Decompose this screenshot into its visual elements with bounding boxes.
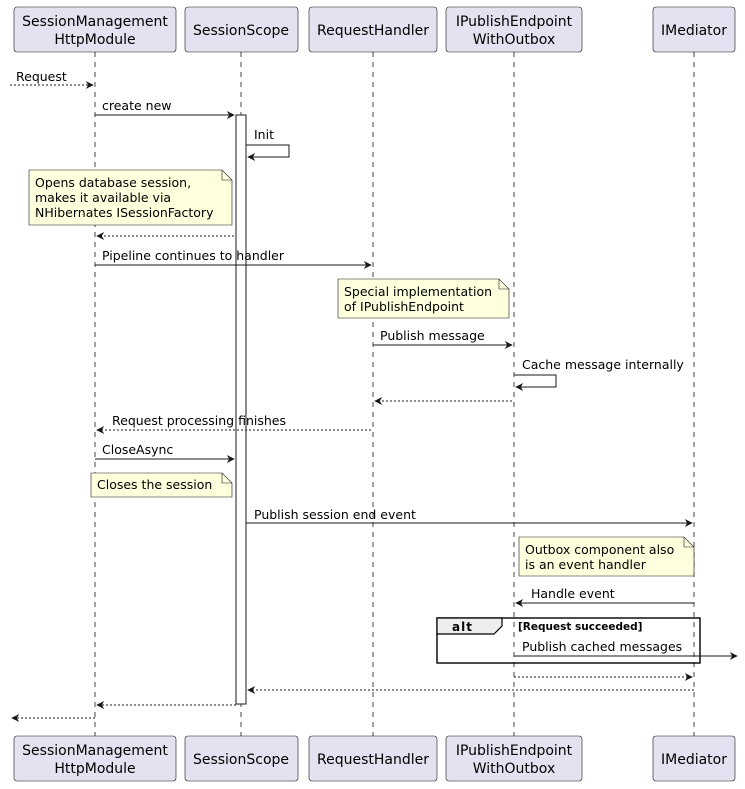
participant-name: HttpModule (54, 32, 135, 48)
activation-sessionscope (235, 114, 247, 705)
participant-name: IMediator (661, 23, 727, 39)
participant-name: HttpModule (54, 761, 135, 777)
message-pipeline: Pipeline continues to handler (95, 248, 372, 269)
participant-name: WithOutbox (473, 32, 555, 48)
participant-name: SessionScope (193, 752, 289, 768)
note-text: NHibernates ISessionFactory (35, 205, 214, 220)
note-opens-session: Opens database session,makes it availabl… (28, 169, 233, 226)
note-text: Special implementation (344, 284, 492, 299)
participant-name: RequestHandler (317, 23, 429, 39)
participant-name: SessionManagement (22, 743, 168, 759)
alt-group: alt [Request succeeded] (436, 617, 701, 664)
participant-name: IPublishEndpoint (456, 14, 573, 30)
message-label: CloseAsync (102, 442, 173, 457)
message-close-async: CloseAsync (95, 442, 235, 463)
message-label: Init (254, 127, 274, 142)
participant-requesthandler-top: RequestHandler (308, 6, 438, 53)
message-create-new: create new (95, 98, 235, 119)
note-text: makes it available via (35, 190, 171, 205)
participant-name: IMediator (661, 752, 727, 768)
note-closes-session: Closes the session (90, 472, 233, 498)
participant-name: SessionManagement (22, 14, 168, 30)
arrow-line (246, 144, 290, 161)
note-text: Closes the session (97, 477, 212, 492)
message-processing-finishes: Request processing finishes (96, 413, 371, 434)
message-request: Request (10, 69, 94, 89)
arrow-line (514, 374, 557, 391)
participant-sessionscope-bottom: SessionScope (184, 735, 299, 782)
note-text: Opens database session, (35, 175, 191, 190)
message-label: Publish message (380, 328, 485, 343)
note-text: is an event handler (525, 557, 647, 572)
message-cache-message: Cache message internally (514, 357, 684, 391)
participant-requesthandler-bottom: RequestHandler (308, 735, 438, 782)
message-label: Publish session end event (254, 507, 416, 522)
message-publish-message: Publish message (373, 328, 513, 349)
alt-keyword: alt (452, 620, 473, 634)
message-label: Handle event (531, 586, 615, 601)
message-publish-cached: Publish cached messages (514, 639, 738, 660)
participant-name: WithOutbox (473, 761, 555, 777)
participant-name: IPublishEndpoint (456, 743, 573, 759)
participant-mediator-top: IMediator (652, 6, 736, 53)
alt-condition: [Request succeeded] (518, 621, 642, 633)
participant-mediator-bottom: IMediator (652, 735, 736, 782)
message-session-end-event: Publish session end event (246, 507, 693, 527)
note-text: Outbox component also (525, 542, 674, 557)
message-label: Cache message internally (522, 357, 684, 372)
participant-sessionscope-top: SessionScope (184, 6, 299, 53)
message-init: Init (246, 127, 290, 161)
message-label: Publish cached messages (522, 639, 682, 654)
participant-name: RequestHandler (317, 752, 429, 768)
message-label: Pipeline continues to handler (102, 248, 285, 263)
message-label: Request processing finishes (112, 413, 286, 428)
message-label: create new (102, 98, 172, 113)
participant-name: SessionScope (193, 23, 289, 39)
note-text: of IPublishEndpoint (344, 299, 464, 314)
message-label: Request (16, 69, 67, 84)
message-handle-event: Handle event (515, 586, 694, 607)
